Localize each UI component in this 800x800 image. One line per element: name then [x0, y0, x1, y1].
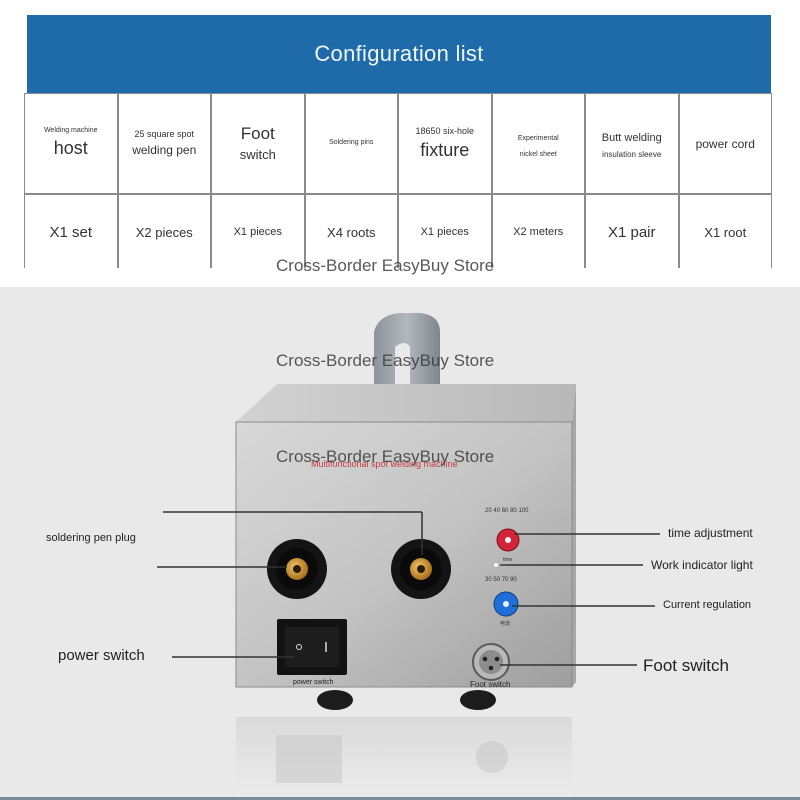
- item-name-line: Experimental: [517, 135, 559, 143]
- quantity-value: X1 set: [49, 223, 93, 241]
- quantity-cell: X4 roots: [305, 195, 397, 269]
- product-photo: 20 40 60 80 100 time 30 50 70 90 电流 Mult…: [0, 287, 800, 800]
- item-name-line: power cord: [695, 136, 755, 151]
- panel-title: Multifunctional spot welding machine: [311, 459, 458, 469]
- current-knob-label: 电流: [500, 621, 511, 627]
- item-name-line: Butt welding: [601, 132, 662, 145]
- quantity-cell: X2 pieces: [118, 195, 210, 269]
- item-name-line: host: [53, 137, 88, 158]
- welding-machine-illustration: [157, 313, 660, 797]
- watermark: Cross-Border EasyBuy Store: [276, 447, 495, 466]
- quantity-cell: X1 root: [679, 195, 771, 269]
- item-name-line: Foot: [240, 124, 275, 144]
- quantity-value: X1 pieces: [420, 226, 469, 238]
- item-name-line: 25 square spot: [134, 128, 195, 139]
- item-name-line: 18650 six-hole: [415, 125, 475, 136]
- item-name-line: Welding machine: [43, 127, 98, 135]
- current-knob-scale: 30 50 70 90: [485, 577, 517, 583]
- quantity-value: X1 pair: [607, 223, 656, 241]
- quantity-cell: X1 set: [25, 195, 117, 269]
- watermark: Cross-Border EasyBuy Store: [276, 351, 495, 370]
- callout-foot-switch: Foot switch: [643, 656, 729, 675]
- item-name-line: insulation sleeve: [602, 150, 662, 160]
- quantity-value: X1 pieces: [233, 226, 282, 238]
- item-cell-insulation-sleeve: Butt welding insulation sleeve: [586, 94, 678, 193]
- callout-time-adjustment: time adjustment: [668, 526, 753, 540]
- quantity-value: X2 pieces: [135, 224, 193, 240]
- time-knob-scale: 20 40 60 80 100: [485, 508, 529, 514]
- item-name-line: nickel sheet: [519, 150, 557, 158]
- item-name-line: switch: [239, 147, 276, 163]
- quantity-cell: X1 pair: [586, 195, 678, 269]
- power-switch-panel-label: power switch: [293, 679, 334, 686]
- item-cell-foot-switch: Foot switch: [212, 94, 304, 193]
- configuration-header: Configuration list: [27, 15, 771, 93]
- callout-current-regulation: Current regulation: [663, 599, 752, 611]
- quantity-value: X4 roots: [327, 224, 376, 240]
- configuration-table: Welding machine host 25 square spot weld…: [24, 93, 772, 269]
- time-knob-label: time: [503, 557, 513, 563]
- header-title: Configuration list: [314, 41, 484, 66]
- item-cell-nickel-sheet: Experimental nickel sheet: [492, 94, 584, 193]
- callout-work-indicator-light: Work indicator light: [651, 558, 753, 572]
- callout-soldering-pen-plug: soldering pen plug: [46, 532, 136, 544]
- item-cell-welding-pen: 25 square spot welding pen: [118, 94, 210, 193]
- watermark: Cross-Border EasyBuy Store: [276, 256, 495, 275]
- item-name-line: welding pen: [132, 143, 197, 158]
- quantity-cell: X2 meters: [492, 195, 584, 269]
- callout-power-switch: power switch: [58, 647, 145, 664]
- item-name-line: fixture: [420, 140, 470, 161]
- item-cell-power-cord: power cord: [679, 94, 771, 193]
- item-cell-fixture: 18650 six-hole fixture: [399, 94, 491, 193]
- quantity-value: X1 root: [704, 224, 747, 240]
- quantity-cell: X1 pieces: [399, 195, 491, 269]
- item-name-line: Soldering pins: [329, 139, 374, 147]
- item-cell-host: Welding machine host: [25, 94, 117, 193]
- foot-switch-panel-label: Foot switch: [470, 680, 511, 689]
- quantity-value: X2 meters: [513, 226, 564, 238]
- item-cell-soldering-pins: Soldering pins: [305, 94, 397, 193]
- quantity-cell: X1 pieces: [212, 195, 304, 269]
- bottom-divider: [0, 797, 800, 800]
